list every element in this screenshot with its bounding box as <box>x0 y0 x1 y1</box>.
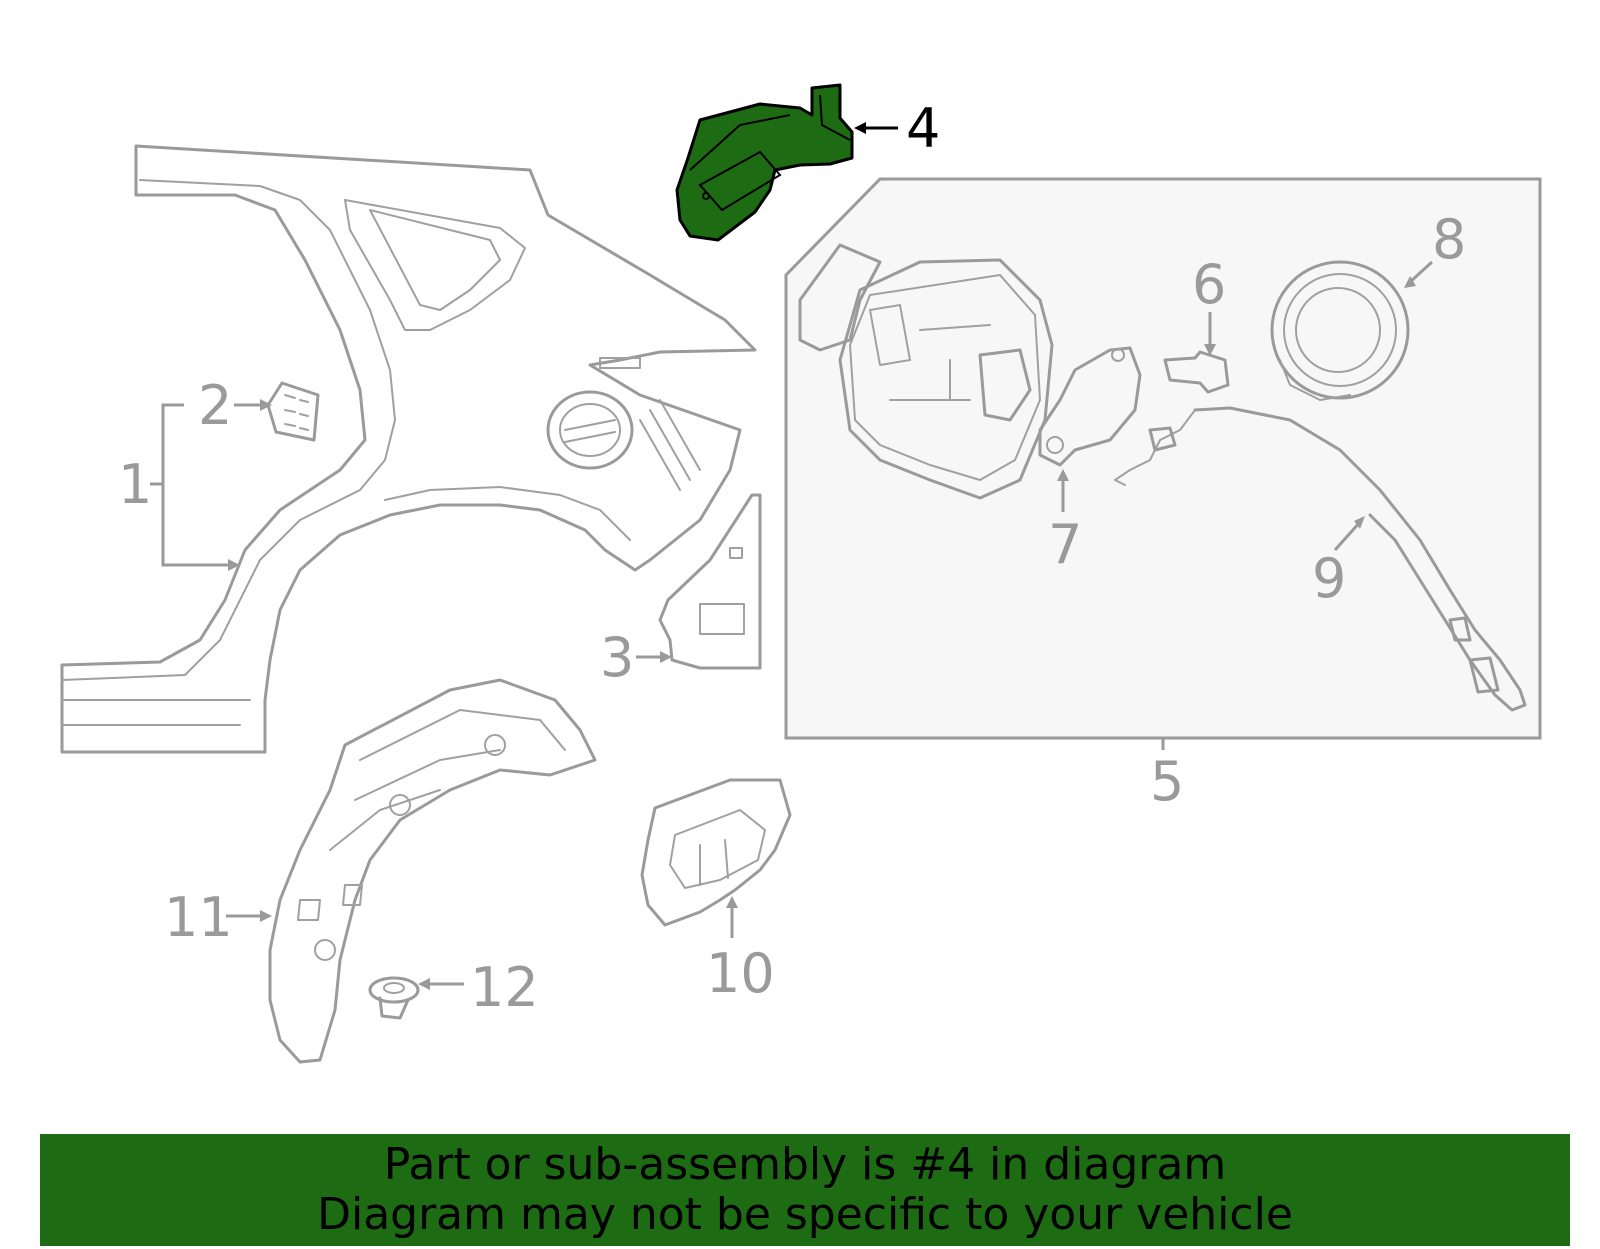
callout-12: 12 <box>470 956 539 1019</box>
callout-1: 1 <box>118 453 152 516</box>
part-5-fuel-door-assembly[interactable] <box>784 177 1542 740</box>
part-12-clip[interactable] <box>368 976 420 1020</box>
callout-4: 4 <box>906 97 940 160</box>
callout-6: 6 <box>1192 253 1226 316</box>
callout-11: 11 <box>164 886 233 949</box>
callout-5: 5 <box>1150 750 1184 813</box>
callout-9: 9 <box>1312 547 1346 610</box>
banner-line-1: Part or sub-assembly is #4 in diagram <box>383 1139 1227 1190</box>
info-banner: Part or sub-assembly is #4 in diagram Di… <box>40 1134 1570 1246</box>
part-3-reinforcement[interactable] <box>658 493 762 670</box>
callout-2: 2 <box>198 374 232 437</box>
part-4-fuel-door[interactable] <box>675 83 854 242</box>
callout-10: 10 <box>706 942 775 1005</box>
leader-lines <box>150 122 1434 990</box>
part-11-wheelhouse-liner[interactable] <box>268 678 597 1064</box>
callout-3: 3 <box>600 626 634 689</box>
part-10-fuel-pocket[interactable] <box>640 778 792 927</box>
banner-line-2: Diagram may not be specific to your vehi… <box>317 1189 1293 1240</box>
callout-7: 7 <box>1048 513 1082 576</box>
part-2-bracket[interactable] <box>266 381 320 442</box>
callout-8: 8 <box>1432 208 1466 271</box>
part-1-quarter-panel[interactable] <box>60 144 757 754</box>
